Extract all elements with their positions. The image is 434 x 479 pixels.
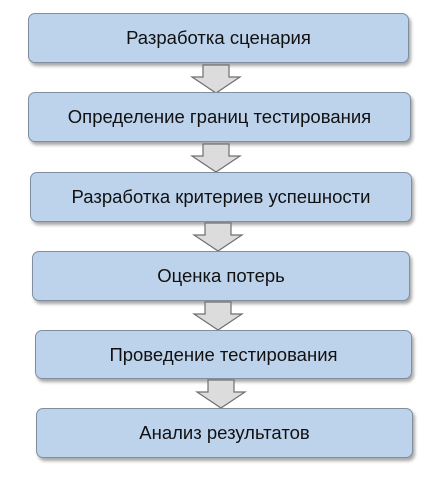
step-label: Оценка потерь — [157, 265, 285, 286]
down-arrow-icon — [190, 222, 246, 252]
down-arrow-icon — [190, 301, 246, 331]
step-label: Определение границ тестирования — [67, 106, 372, 127]
step-label: Проведение тестирования — [109, 343, 338, 365]
down-arrow-icon — [193, 379, 249, 409]
step-results-analysis: Анализ результатов — [36, 408, 413, 458]
step-testing: Проведение тестирования — [35, 330, 412, 379]
down-arrow-icon — [188, 64, 244, 94]
step-label: Разработка сценария — [126, 27, 311, 48]
step-label: Разработка критериев успешности — [71, 186, 371, 207]
step-script-development: Разработка сценария — [28, 13, 409, 63]
step-loss-assessment: Оценка потерь — [32, 251, 410, 301]
step-test-boundaries: Определение границ тестирования — [28, 92, 411, 142]
down-arrow-icon — [188, 143, 244, 173]
step-label: Анализ результатов — [139, 422, 310, 443]
step-success-criteria: Разработка критериев успешности — [30, 172, 412, 222]
